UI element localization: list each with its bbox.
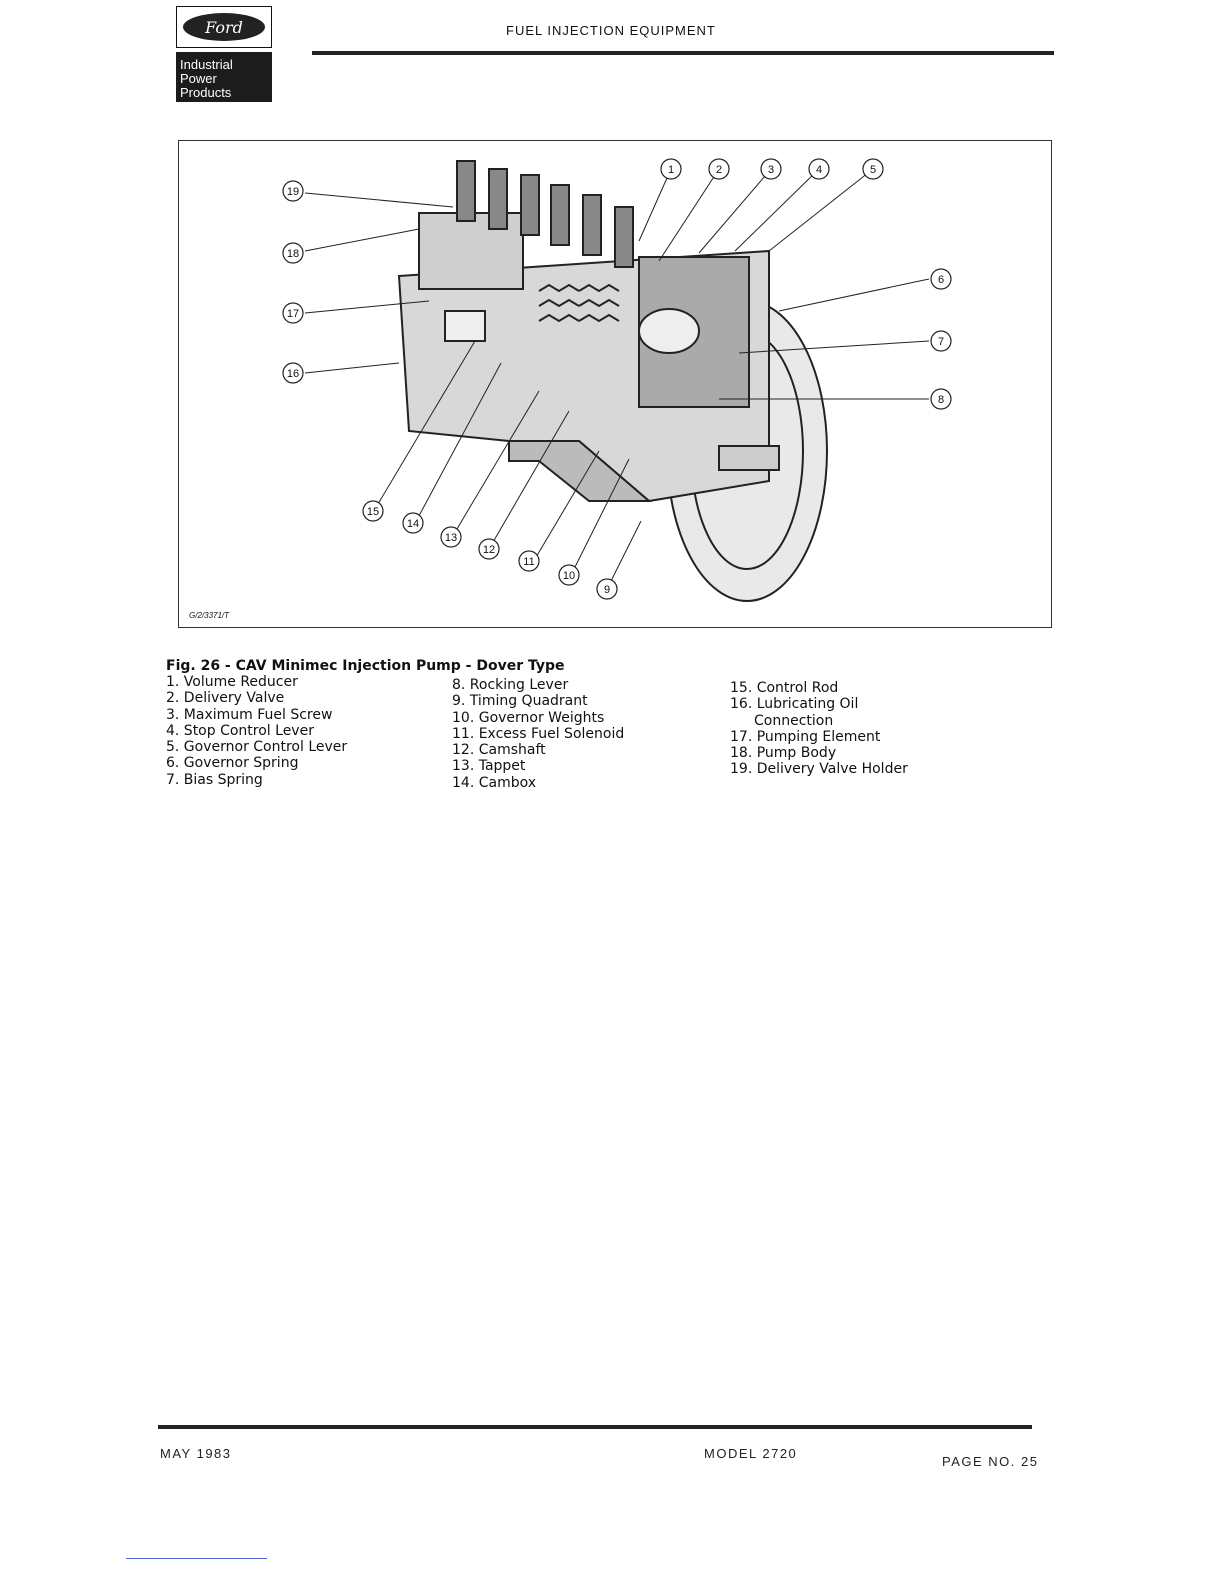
legend-item: 10. Governor Weights [452, 709, 605, 726]
figure-code: G/2/3371/T [189, 611, 230, 620]
legend-column-2: 8. Rocking Lever 9. Timing Quadrant 10. … [452, 677, 624, 791]
legend-item: 14. Cambox [452, 774, 537, 791]
legend-item-continuation: Connection [754, 712, 834, 729]
callout-1: 1 [668, 164, 674, 176]
legend-item: 9. Timing Quadrant [452, 693, 588, 710]
legend-item: 3. Maximum Fuel Screw [166, 706, 333, 723]
callout-3: 3 [768, 164, 774, 176]
callout-13: 13 [445, 532, 457, 544]
legend-item: 17. Pumping Element [730, 728, 881, 745]
callout-11: 11 [523, 556, 534, 568]
callout-6: 6 [938, 274, 944, 286]
logo-oval-frame: Ford [176, 6, 272, 48]
callout-4: 4 [816, 164, 822, 176]
legend-item: 15. Control Rod [730, 680, 839, 696]
logo-line: Power [180, 71, 217, 86]
legend-item: 11. Excess Fuel Solenoid [452, 725, 625, 742]
callout-19: 19 [287, 186, 299, 198]
scan-artifact-line [126, 1558, 267, 1559]
legend-item: 4. Stop Control Lever [166, 722, 314, 739]
callout-16: 16 [287, 368, 299, 380]
pump-illustration: 1 2 3 4 5 6 7 8 9 10 11 12 13 14 15 16 1… [282, 158, 952, 602]
logo-line: Products [180, 85, 232, 100]
footer-date: MAY 1983 [160, 1446, 232, 1461]
footer-divider [158, 1425, 1032, 1429]
legend-item: 19. Delivery Valve Holder [730, 761, 908, 778]
page-title: FUEL INJECTION EQUIPMENT [506, 23, 716, 38]
legend-item: 12. Camshaft [452, 742, 546, 759]
legend-item: 7. Bias Spring [166, 771, 263, 788]
ford-oval: Ford [183, 13, 265, 41]
callout-2: 2 [716, 164, 722, 176]
ford-logo: Ford Industrial Power Products [176, 6, 272, 102]
legend-item: 5. Governor Control Lever [166, 739, 348, 756]
callout-12: 12 [483, 544, 495, 556]
callout-5: 5 [870, 164, 876, 176]
callout-7: 7 [938, 336, 944, 348]
legend-item: 16. Lubricating Oil [730, 696, 859, 713]
callout-9: 9 [604, 584, 610, 596]
legend-item: 1. Volume Reducer [166, 674, 298, 690]
header-divider [312, 51, 1054, 55]
pump-figure: 1 2 3 4 5 6 7 8 9 10 11 12 13 14 15 16 1… [178, 140, 1052, 628]
legend-column-1: 1. Volume Reducer 2. Delivery Valve 3. M… [166, 674, 347, 788]
logo-line: Industrial [180, 57, 233, 72]
legend-item: 2. Delivery Valve [166, 690, 285, 707]
footer-page-number: PAGE NO. 25 [942, 1454, 1039, 1469]
figure-caption: Fig. 26 - CAV Minimec Injection Pump - D… [166, 658, 565, 674]
legend-item: 18. Pump Body [730, 745, 837, 762]
legend-item: 6. Governor Spring [166, 755, 299, 772]
callout-18: 18 [287, 248, 299, 260]
logo-division-text: Industrial Power Products [176, 52, 272, 102]
callout-17: 17 [287, 308, 299, 320]
callout-15: 15 [367, 506, 379, 518]
callout-14: 14 [407, 518, 419, 530]
legend-item: 13. Tappet [452, 758, 526, 775]
legend-column-3: 15. Control Rod 16. Lubricating Oil Conn… [730, 680, 908, 778]
footer-model: MODEL 2720 [704, 1446, 798, 1461]
legend-item: 8. Rocking Lever [452, 677, 569, 693]
callout-8: 8 [938, 394, 944, 406]
callout-10: 10 [563, 570, 575, 582]
